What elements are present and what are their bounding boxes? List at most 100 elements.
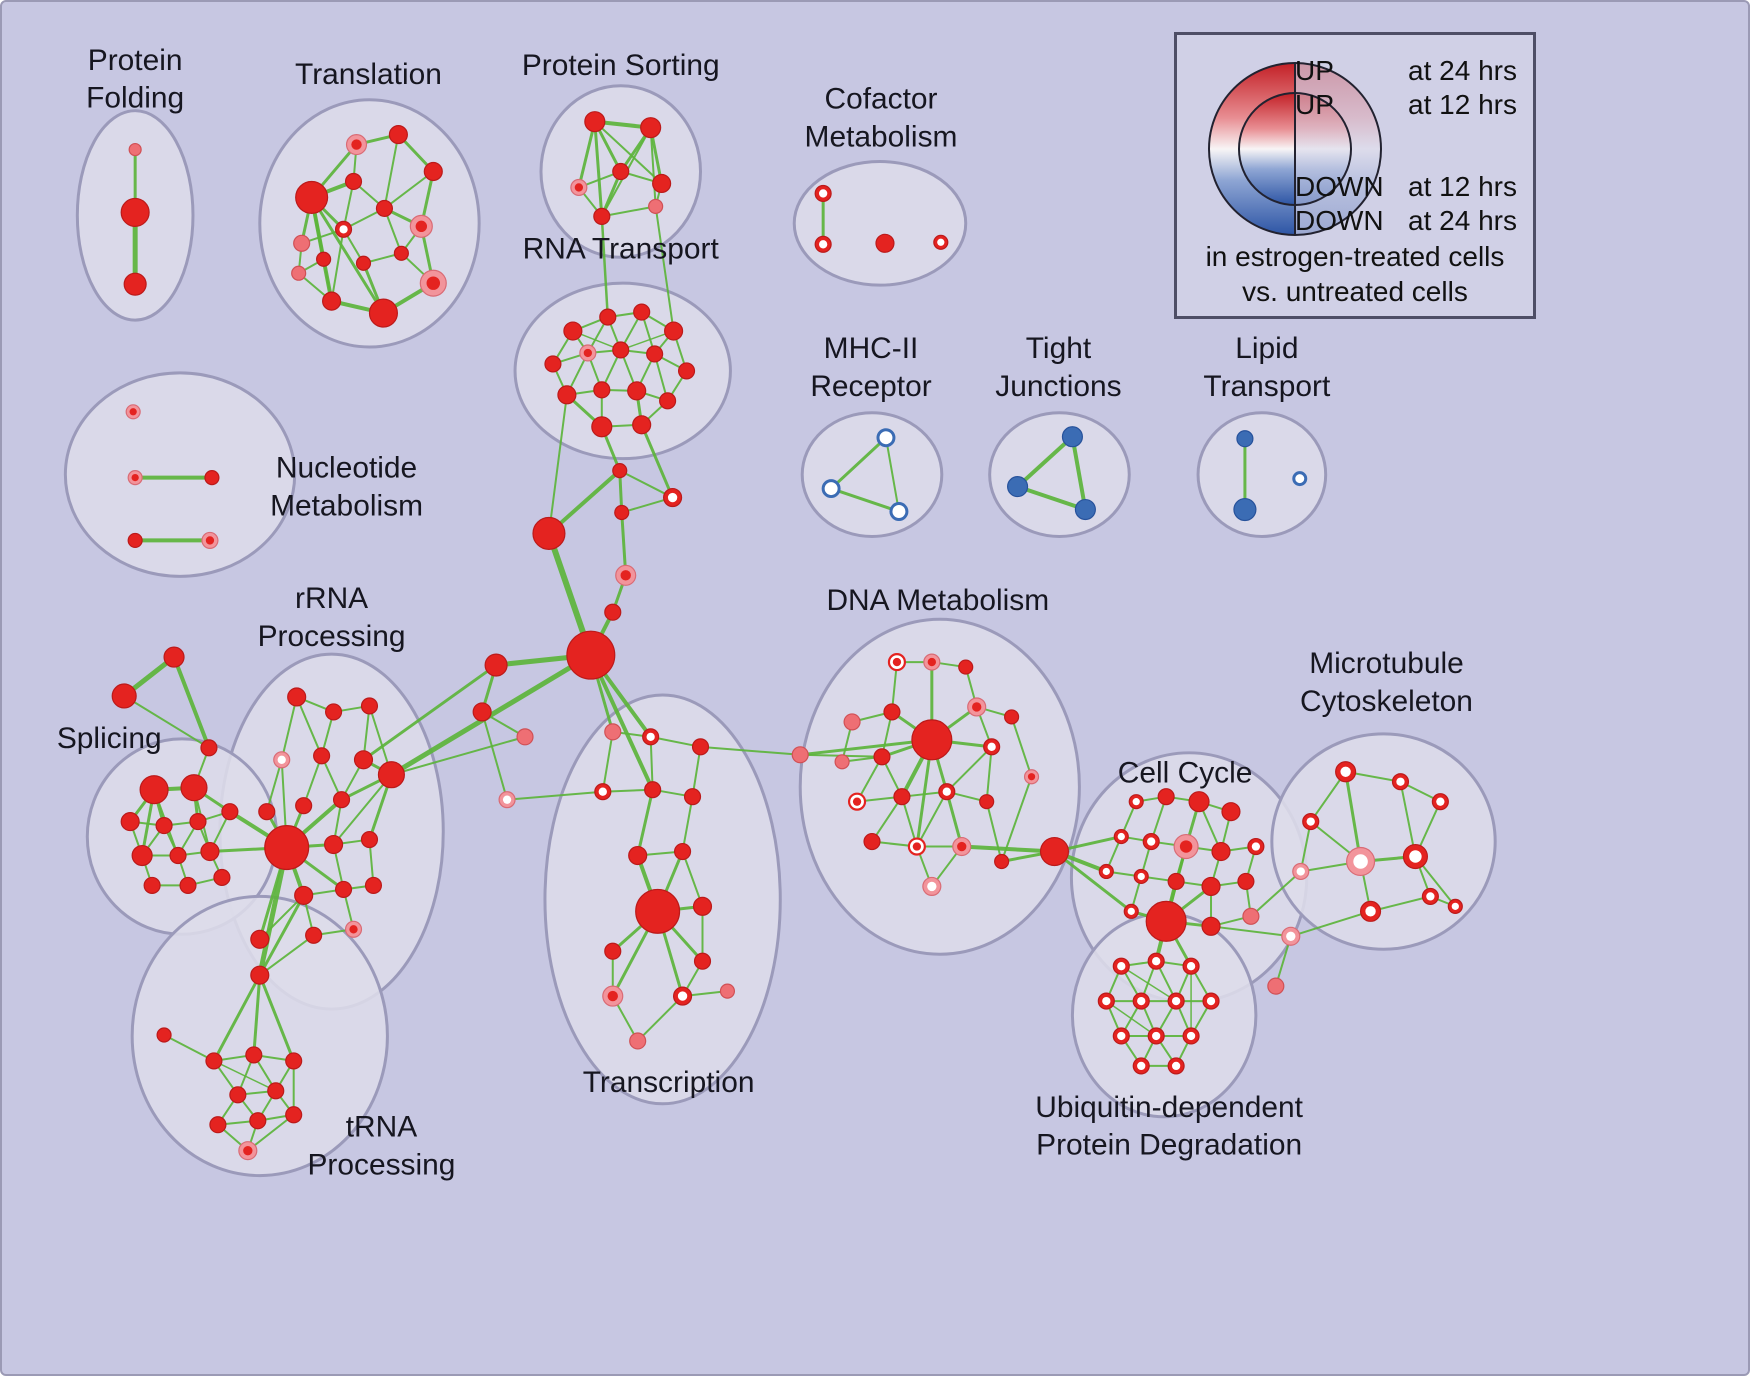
node-tc7[interactable] bbox=[673, 842, 692, 861]
node-tc9[interactable] bbox=[692, 896, 713, 916]
node-tc6[interactable] bbox=[628, 845, 648, 866]
node-dm20[interactable] bbox=[994, 853, 1010, 870]
node-pf1[interactable] bbox=[120, 197, 150, 227]
node-cy1[interactable] bbox=[1157, 788, 1175, 806]
node-rt6[interactable] bbox=[612, 341, 630, 359]
node-rp8[interactable] bbox=[295, 797, 313, 815]
node-rt4[interactable] bbox=[544, 355, 562, 373]
node-tl4[interactable] bbox=[344, 172, 363, 191]
node-pc1[interactable] bbox=[1267, 977, 1285, 995]
node-tc14[interactable] bbox=[719, 983, 736, 999]
node-rp7[interactable] bbox=[258, 803, 276, 821]
node-tc1[interactable] bbox=[642, 728, 660, 746]
node-ps1[interactable] bbox=[640, 117, 662, 139]
node-cy4[interactable] bbox=[1113, 828, 1129, 845]
node-ub4[interactable] bbox=[1132, 992, 1150, 1010]
node-sp8[interactable] bbox=[200, 841, 220, 862]
node-rp14[interactable] bbox=[334, 880, 353, 898]
node-mt3[interactable] bbox=[1302, 813, 1320, 831]
node-cy3[interactable] bbox=[1221, 802, 1241, 822]
node-dm5[interactable] bbox=[911, 719, 953, 761]
node-tl0[interactable] bbox=[295, 180, 329, 214]
node-rp16[interactable] bbox=[305, 926, 323, 944]
node-rp2[interactable] bbox=[360, 697, 379, 715]
node-rt9[interactable] bbox=[557, 385, 577, 405]
node-sp10[interactable] bbox=[179, 876, 197, 894]
node-tp6[interactable] bbox=[267, 1082, 285, 1100]
node-rp0[interactable] bbox=[287, 687, 307, 707]
node-rt10[interactable] bbox=[593, 381, 611, 399]
node-cc9[interactable] bbox=[516, 728, 534, 746]
node-tl11[interactable] bbox=[322, 291, 342, 311]
node-rp18[interactable] bbox=[250, 929, 270, 949]
node-ub9[interactable] bbox=[1182, 1027, 1200, 1045]
node-cy8[interactable] bbox=[1247, 837, 1265, 856]
node-rp17[interactable] bbox=[344, 920, 363, 938]
node-dm1[interactable] bbox=[923, 653, 941, 671]
node-tl3[interactable] bbox=[423, 161, 443, 182]
node-cc4[interactable] bbox=[615, 564, 637, 586]
node-ub2[interactable] bbox=[1182, 957, 1200, 975]
node-nm2[interactable] bbox=[204, 470, 220, 486]
node-rt14[interactable] bbox=[632, 415, 652, 435]
node-rt1[interactable] bbox=[599, 308, 617, 326]
node-nm0[interactable] bbox=[125, 404, 141, 420]
node-mt2[interactable] bbox=[1431, 793, 1449, 811]
node-dm18[interactable] bbox=[952, 836, 972, 857]
node-tc15[interactable] bbox=[629, 1032, 647, 1050]
node-tl2[interactable] bbox=[388, 125, 408, 145]
node-rp3[interactable] bbox=[273, 751, 291, 769]
node-cc1[interactable] bbox=[663, 487, 683, 508]
node-dm14[interactable] bbox=[938, 783, 956, 801]
node-ft2[interactable] bbox=[200, 739, 218, 757]
node-tc13[interactable] bbox=[672, 986, 693, 1006]
node-tp7[interactable] bbox=[209, 1116, 227, 1134]
node-cy17[interactable] bbox=[1123, 903, 1139, 919]
node-rt7[interactable] bbox=[646, 345, 664, 363]
node-ub5[interactable] bbox=[1167, 992, 1185, 1010]
node-ps5[interactable] bbox=[593, 207, 611, 225]
node-dm10[interactable] bbox=[983, 738, 1001, 756]
node-lt1[interactable] bbox=[1233, 497, 1257, 522]
node-sp4[interactable] bbox=[189, 813, 207, 831]
node-cy11[interactable] bbox=[1167, 872, 1185, 891]
node-cy10[interactable] bbox=[1133, 868, 1149, 885]
node-tj1[interactable] bbox=[1007, 476, 1029, 498]
node-tp8[interactable] bbox=[249, 1112, 267, 1130]
node-ub1[interactable] bbox=[1147, 952, 1165, 970]
node-pf0[interactable] bbox=[128, 142, 142, 157]
node-sp9[interactable] bbox=[143, 876, 161, 894]
node-ub6[interactable] bbox=[1202, 992, 1220, 1010]
node-dm17[interactable] bbox=[907, 837, 926, 856]
node-rt3[interactable] bbox=[664, 321, 684, 341]
node-ps0[interactable] bbox=[584, 111, 606, 133]
node-tj2[interactable] bbox=[1074, 498, 1096, 521]
node-tc5[interactable] bbox=[683, 788, 702, 806]
node-rp5[interactable] bbox=[353, 750, 374, 770]
node-cy9[interactable] bbox=[1098, 863, 1114, 880]
node-tl1[interactable] bbox=[345, 134, 368, 156]
node-rp12[interactable] bbox=[360, 830, 379, 849]
node-tl15[interactable] bbox=[316, 251, 332, 267]
node-ub10[interactable] bbox=[1132, 1057, 1150, 1075]
node-nm1[interactable] bbox=[127, 470, 143, 486]
node-mt0[interactable] bbox=[1335, 761, 1357, 783]
node-tl7[interactable] bbox=[375, 199, 394, 217]
node-mt5[interactable] bbox=[1402, 843, 1428, 870]
node-tp0[interactable] bbox=[250, 965, 270, 985]
node-rt8[interactable] bbox=[677, 362, 696, 380]
node-mt8[interactable] bbox=[1421, 887, 1439, 905]
node-sp5[interactable] bbox=[221, 803, 239, 821]
node-mt7[interactable] bbox=[1359, 900, 1382, 922]
node-cy2[interactable] bbox=[1188, 791, 1210, 813]
node-tl12[interactable] bbox=[291, 265, 307, 281]
node-mt4[interactable] bbox=[1346, 846, 1376, 877]
node-ft1[interactable] bbox=[111, 683, 137, 709]
node-cy7[interactable] bbox=[1211, 841, 1231, 862]
node-sp2[interactable] bbox=[120, 812, 140, 832]
node-cm1[interactable] bbox=[814, 235, 832, 253]
node-cy5[interactable] bbox=[1142, 832, 1160, 851]
node-tc0[interactable] bbox=[604, 723, 622, 741]
node-sp1[interactable] bbox=[180, 774, 208, 802]
node-cc0[interactable] bbox=[612, 463, 628, 479]
